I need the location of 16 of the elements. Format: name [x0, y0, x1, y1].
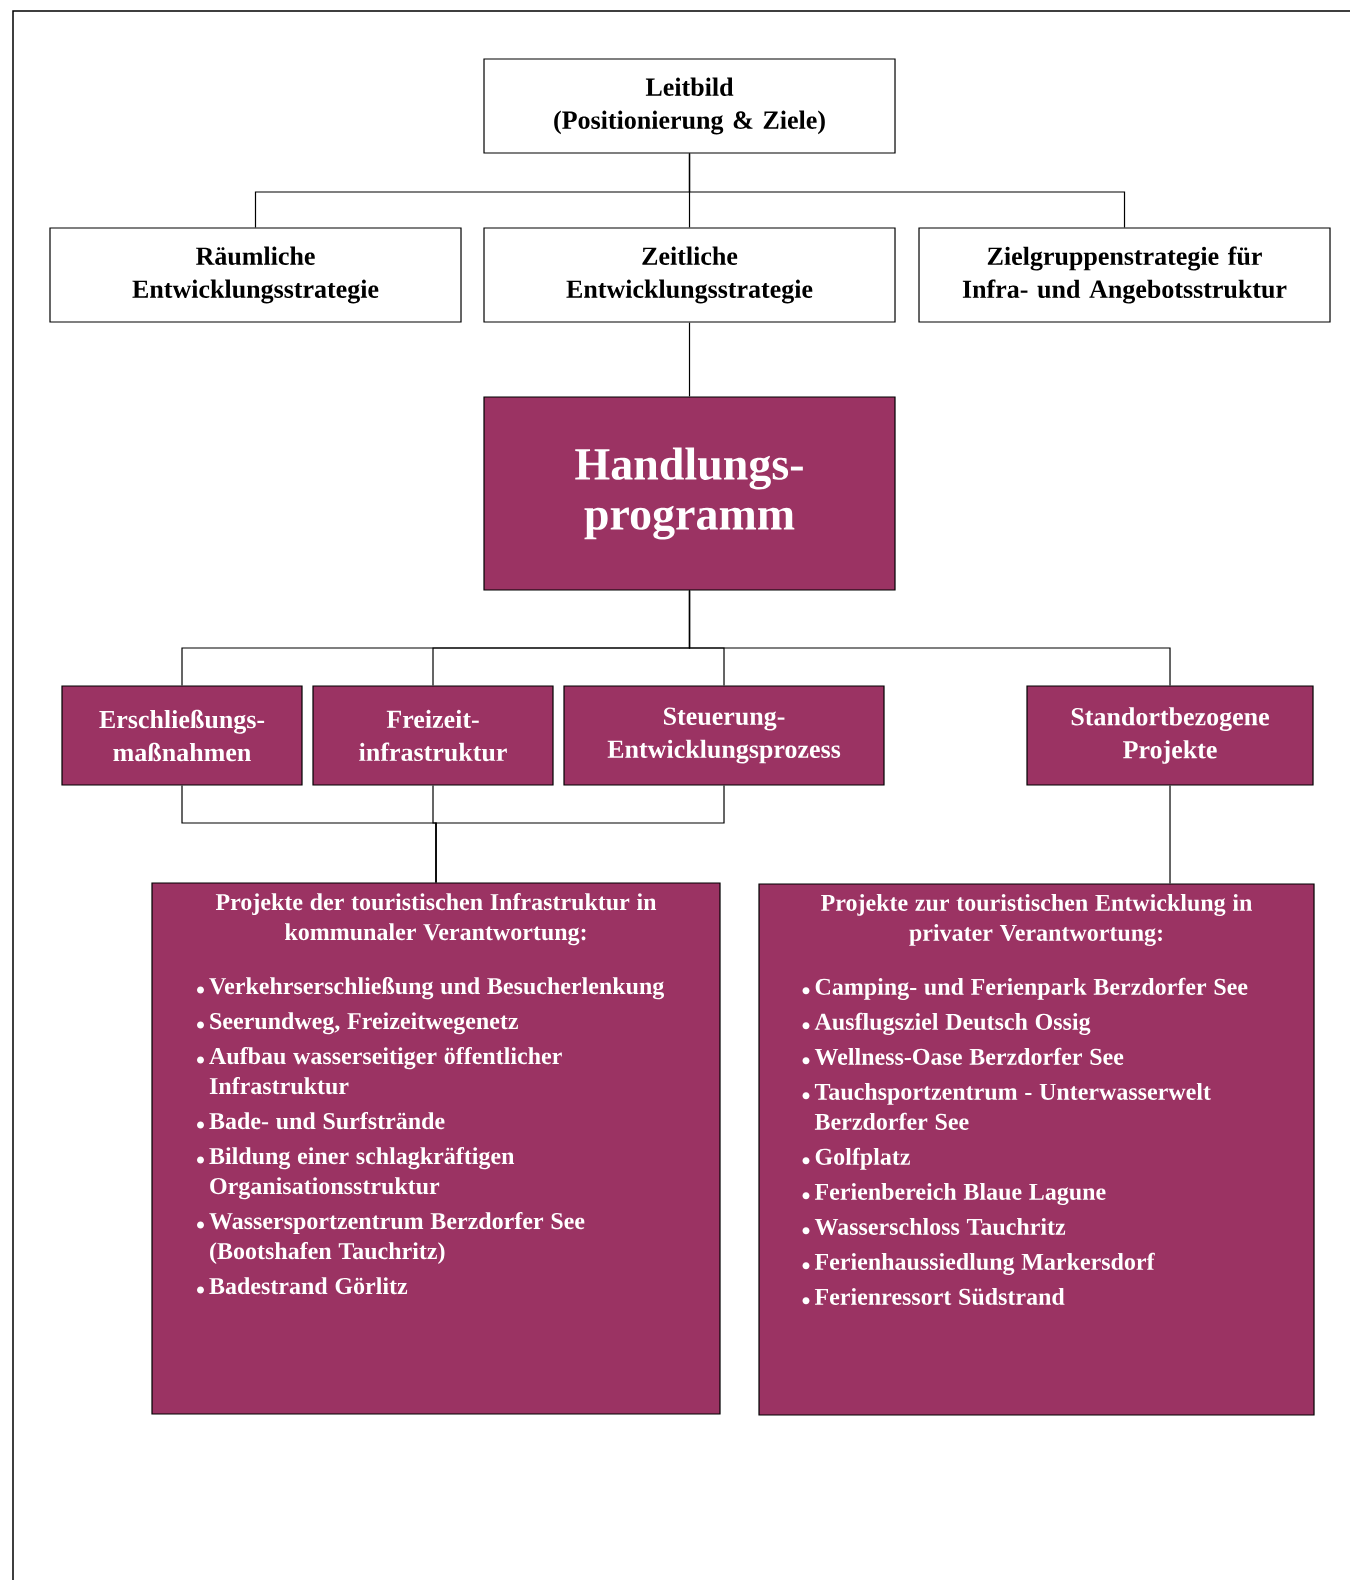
measure-box: Erschließungs- maßnahmen	[61, 685, 303, 786]
project-box: Projekte der touristischen Infrastruktur in kommunaler Verantwortung: Verkehrserschließung und Besucherlenkung Seerundweg, Freizeitwegenetz Aufbau wasserseitiger öffentlicher Infrastruktur Bade- und Surfstrände Bildung einer schlagkräftigen Organisationsstruktur Wassersportzentrum Berzdorfer See (Bootshafen Tauchritz) Badestrand Görlitz	[151, 882, 721, 1415]
measure-box: Steuerung- Entwicklungsprozess	[563, 685, 885, 786]
connector-line	[435, 785, 725, 883]
connector-line	[688, 590, 1171, 686]
program-box: Handlungs- programm	[483, 396, 896, 591]
strategy-box: Zielgruppenstrategie für Infra- und Angebotsstruktur	[918, 227, 1331, 323]
connector-line	[688, 153, 1126, 228]
measure-box: Standortbezogene Projekte	[1026, 685, 1314, 786]
strategy-box: Zeitliche Entwicklungsstrategie	[483, 227, 896, 323]
connector-line	[1169, 785, 1171, 884]
connector-line	[688, 322, 691, 397]
measure-box: Freizeit- infrastruktur	[312, 685, 554, 786]
strategy-box: Räumliche Entwicklungsstrategie	[49, 227, 462, 323]
project-box: Projekte zur touristischen Entwicklung in privater Verantwortung: Camping- und Ferienpark Berzdorfer See Ausflugsziel Deutsch Ossig Wellness-Oase Berzdorfer See Tauchsportzentrum - Unterwasserwelt Berzdorfer See Golfplatz Ferienbereich Blaue Lagune Wasserschloss Tauchritz Ferienhaussiedlung Markersdorf Ferienressort Südstrand	[758, 883, 1315, 1416]
strategy-box: Leitbild (Positionierung & Ziele)	[483, 58, 896, 154]
